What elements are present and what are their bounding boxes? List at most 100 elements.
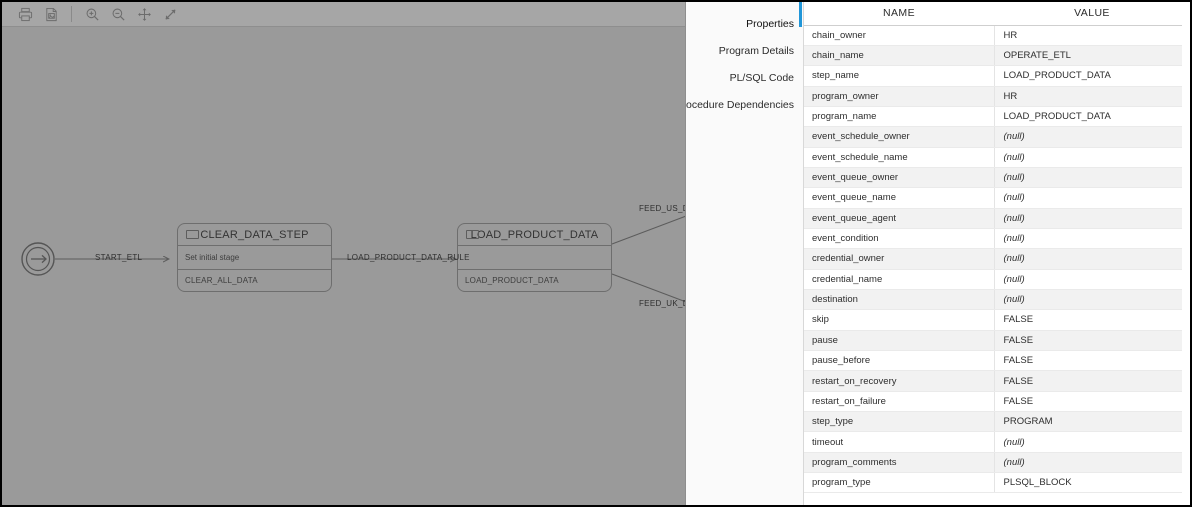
properties-pane: Properties Program Details PL/SQL Code P… bbox=[685, 2, 1190, 505]
node-description: Set initial stage bbox=[178, 246, 331, 270]
table-row[interactable]: event_queue_agent(null) bbox=[804, 208, 1190, 229]
column-header-value[interactable]: VALUE bbox=[994, 2, 1190, 26]
cell-property-name: restart_on_failure bbox=[804, 391, 994, 413]
cell-property-value[interactable]: FALSE bbox=[993, 309, 1190, 331]
cell-property-name: event_queue_owner bbox=[804, 167, 994, 189]
table-row[interactable]: event_schedule_owner(null) bbox=[804, 126, 1190, 148]
cell-property-value[interactable]: HR bbox=[993, 86, 1190, 107]
cell-property-value[interactable]: OPERATE_ETL bbox=[993, 45, 1190, 67]
node-title-label: LOAD_PRODUCT_DATA bbox=[470, 228, 599, 241]
cell-property-value[interactable]: (null) bbox=[993, 431, 1190, 453]
cell-property-value[interactable]: (null) bbox=[993, 187, 1190, 209]
pan-icon[interactable] bbox=[131, 3, 157, 25]
cell-property-value[interactable]: (null) bbox=[993, 126, 1190, 148]
cell-property-name: step_name bbox=[804, 65, 994, 87]
cell-property-value[interactable]: PLSQL_BLOCK bbox=[993, 472, 1190, 494]
table-right-gutter bbox=[1182, 2, 1190, 505]
table-header-row: NAME VALUE bbox=[804, 2, 1190, 26]
zoom-in-icon[interactable] bbox=[79, 3, 105, 25]
tab-strip: Properties Program Details PL/SQL Code P… bbox=[686, 2, 803, 505]
cell-property-name: credential_name bbox=[804, 269, 994, 290]
table-row[interactable]: event_queue_name(null) bbox=[804, 187, 1190, 209]
cell-property-value[interactable]: HR bbox=[993, 25, 1190, 46]
cell-property-name: event_schedule_name bbox=[804, 147, 994, 168]
cell-property-name: event_queue_name bbox=[804, 187, 994, 209]
cell-property-value[interactable]: PROGRAM bbox=[993, 411, 1190, 433]
cell-property-value[interactable]: (null) bbox=[993, 208, 1190, 229]
cell-property-name: event_queue_agent bbox=[804, 208, 994, 229]
cell-property-name: destination bbox=[804, 289, 994, 311]
table-row[interactable]: credential_name(null) bbox=[804, 269, 1190, 290]
cell-property-name: restart_on_recovery bbox=[804, 370, 994, 392]
program-box-icon bbox=[466, 230, 479, 239]
table-row[interactable]: timeout(null) bbox=[804, 431, 1190, 453]
edge-label-feed-uk-data: FEED_UK_DA bbox=[639, 299, 685, 308]
diagram-node-clear-data-step[interactable]: CLEAR_DATA_STEP Set initial stage CLEAR_… bbox=[177, 223, 332, 292]
cell-property-name: skip bbox=[804, 309, 994, 331]
diagram-pane: CLEAR_DATA_STEP Set initial stage CLEAR_… bbox=[2, 2, 685, 505]
print-icon[interactable] bbox=[12, 3, 38, 25]
cell-property-name: program_type bbox=[804, 472, 994, 494]
cell-property-name: step_type bbox=[804, 411, 994, 433]
active-tab-indicator bbox=[799, 2, 802, 27]
diagram-canvas[interactable]: CLEAR_DATA_STEP Set initial stage CLEAR_… bbox=[2, 27, 685, 505]
cell-property-value[interactable]: (null) bbox=[993, 167, 1190, 189]
cell-property-value[interactable]: (null) bbox=[993, 452, 1190, 474]
cell-property-name: timeout bbox=[804, 431, 994, 453]
table-row[interactable]: event_schedule_name(null) bbox=[804, 147, 1190, 168]
cell-property-name: program_comments bbox=[804, 452, 994, 474]
diagram-node-load-product-data[interactable]: LOAD_PRODUCT_DATA LOAD_PRODUCT_DATA bbox=[457, 223, 612, 292]
zoom-out-icon[interactable] bbox=[105, 3, 131, 25]
cell-property-value[interactable]: FALSE bbox=[993, 370, 1190, 392]
fit-screen-icon[interactable] bbox=[157, 3, 183, 25]
tab-properties[interactable]: Properties bbox=[746, 17, 794, 30]
cell-property-value[interactable]: LOAD_PRODUCT_DATA bbox=[993, 106, 1190, 128]
cell-property-name: event_schedule_owner bbox=[804, 126, 994, 148]
node-description bbox=[458, 246, 611, 270]
edge-label-feed-us-data: FEED_US_DA bbox=[639, 204, 685, 213]
column-header-name[interactable]: NAME bbox=[804, 2, 994, 26]
table-row[interactable]: program_comments(null) bbox=[804, 452, 1190, 474]
cell-property-name: chain_owner bbox=[804, 25, 994, 46]
cell-property-value[interactable]: FALSE bbox=[993, 330, 1190, 352]
cell-property-value[interactable]: (null) bbox=[993, 248, 1190, 270]
table-row[interactable]: event_condition(null) bbox=[804, 228, 1190, 250]
cell-property-name: program_name bbox=[804, 106, 994, 128]
node-header: LOAD_PRODUCT_DATA bbox=[458, 224, 611, 246]
cell-property-value[interactable]: (null) bbox=[993, 228, 1190, 250]
table-row[interactable]: destination(null) bbox=[804, 289, 1190, 311]
diagram-edges bbox=[21, 215, 685, 303]
cell-property-value[interactable]: LOAD_PRODUCT_DATA bbox=[993, 65, 1190, 87]
cell-property-value[interactable]: (null) bbox=[993, 147, 1190, 168]
cell-property-name: credential_owner bbox=[804, 248, 994, 270]
table-row[interactable]: event_queue_owner(null) bbox=[804, 167, 1190, 189]
cell-property-value[interactable]: (null) bbox=[993, 269, 1190, 290]
program-box-icon bbox=[186, 230, 199, 239]
tab-procedure-dependencies[interactable]: Procedure Dependencies bbox=[685, 98, 794, 111]
tab-program-details[interactable]: Program Details bbox=[718, 44, 794, 57]
cell-property-value[interactable]: FALSE bbox=[993, 391, 1190, 413]
table-row[interactable]: credential_owner(null) bbox=[804, 248, 1190, 270]
tab-plsql-code[interactable]: PL/SQL Code bbox=[729, 71, 794, 84]
node-program-label: LOAD_PRODUCT_DATA bbox=[465, 276, 559, 285]
cell-property-value[interactable]: FALSE bbox=[993, 350, 1190, 372]
save-image-icon[interactable] bbox=[38, 3, 64, 25]
node-header: CLEAR_DATA_STEP bbox=[178, 224, 331, 246]
cell-property-value[interactable]: (null) bbox=[993, 289, 1190, 311]
